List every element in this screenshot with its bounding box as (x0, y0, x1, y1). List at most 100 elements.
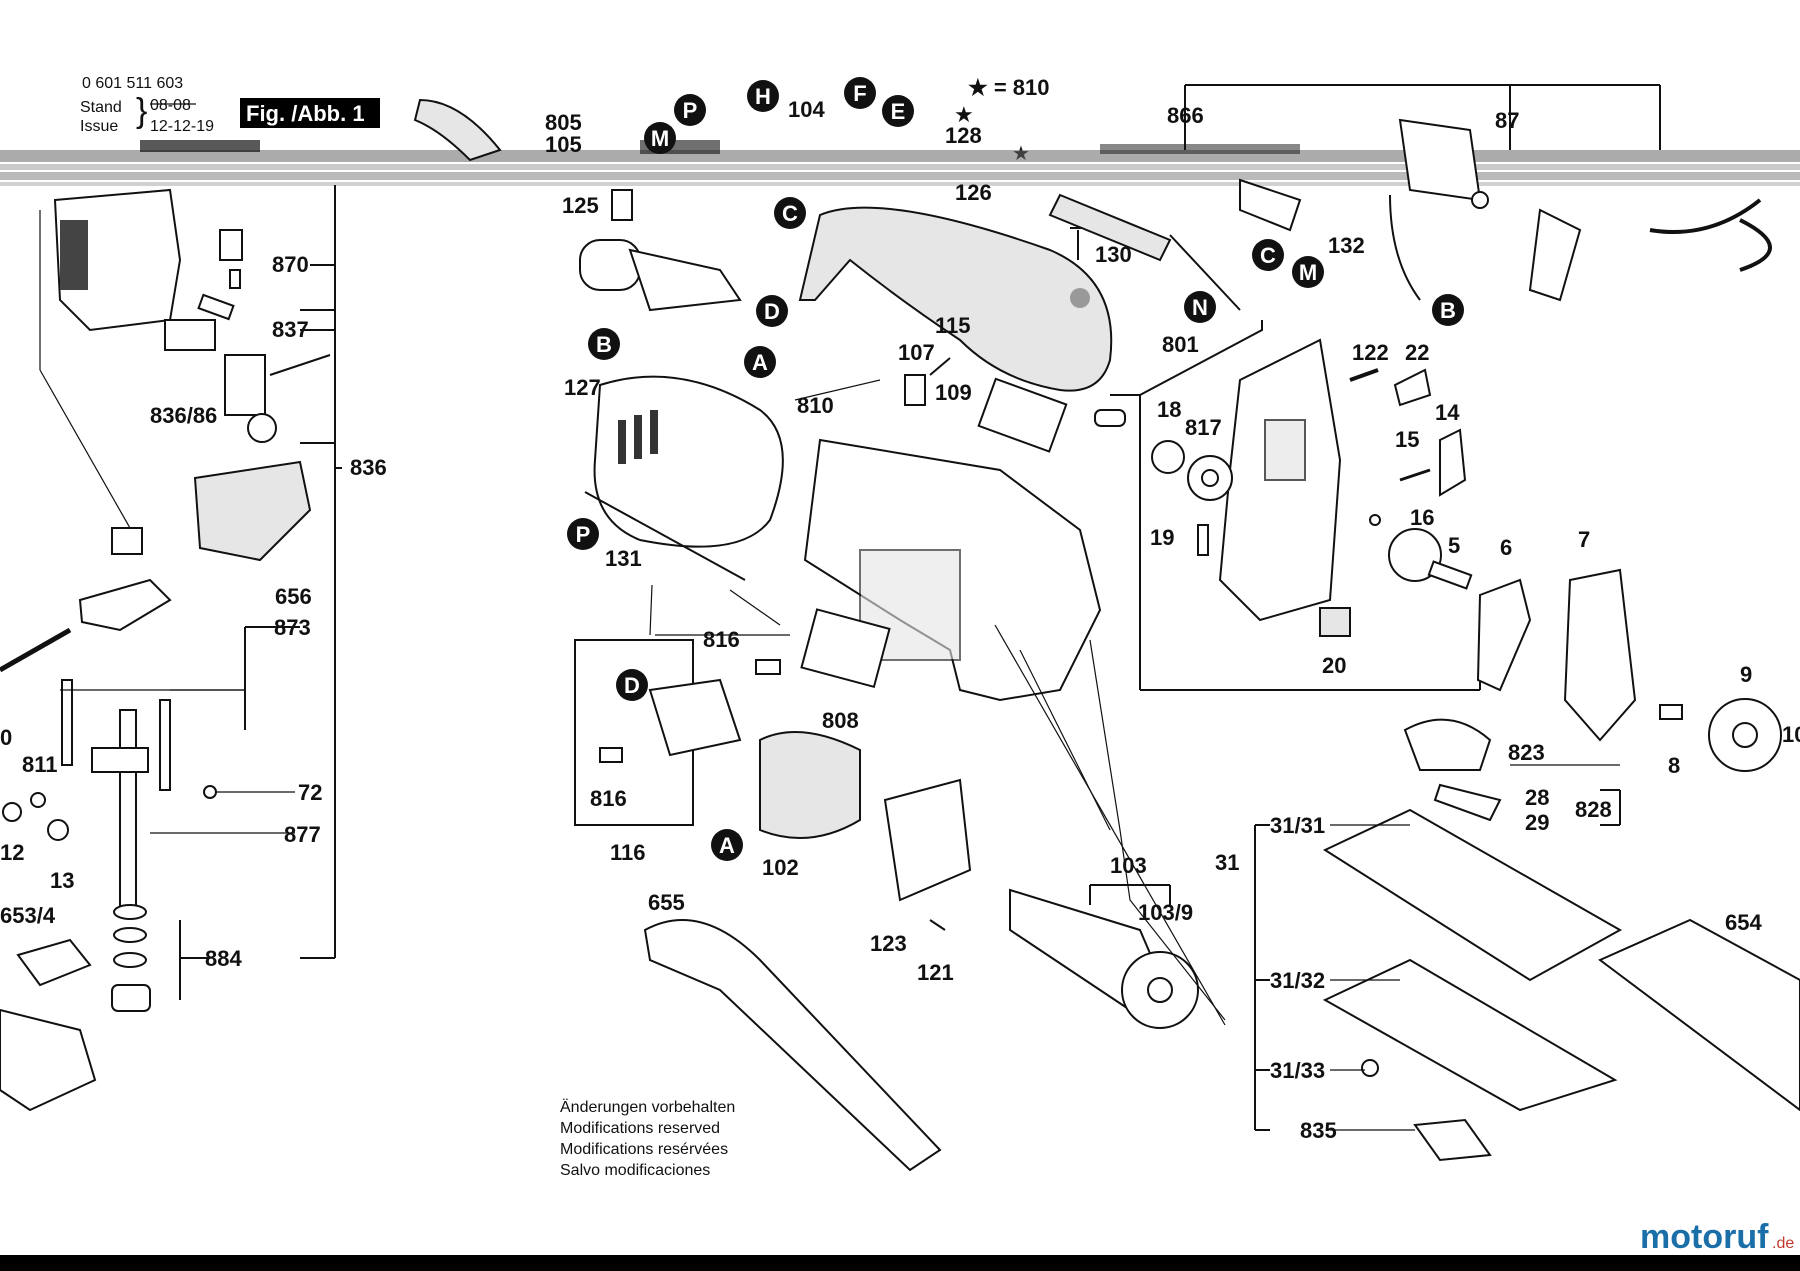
label-16: 16 (1410, 505, 1434, 530)
callout-M: M (1292, 256, 1324, 288)
lever-block (164, 319, 216, 351)
disc-5 (1388, 528, 1442, 582)
clamp-653-4 (16, 938, 92, 987)
plunger (119, 709, 137, 911)
label-126: 126 (955, 180, 992, 205)
brush-816-a (755, 659, 781, 675)
label-18: 18 (1157, 397, 1181, 422)
pin-15 (1399, 468, 1431, 482)
stand-old-date: 08-08 (150, 97, 191, 114)
label-9: 9 (1740, 662, 1752, 687)
issue-date: 12-12-19 (150, 118, 214, 135)
callout-C: C (1252, 239, 1284, 271)
switch-125 (579, 239, 641, 291)
label-115: 115 (935, 313, 971, 338)
label-31-32: 31/32 (1270, 968, 1325, 993)
label-116: 116 (610, 840, 646, 865)
roller-arm (224, 354, 266, 416)
guide-rod (0, 627, 72, 673)
connector (611, 189, 633, 221)
svg-text:A: A (752, 350, 768, 375)
label-7: 7 (1578, 527, 1590, 552)
cable-clamp (1239, 178, 1302, 232)
bushing (111, 527, 143, 555)
label-10: 10 (1782, 722, 1800, 747)
label-31: 31 (1215, 850, 1239, 875)
label-131: 131 (605, 546, 642, 571)
clip-107 (904, 374, 926, 406)
callout-E: E (882, 95, 914, 127)
clip-part (219, 229, 243, 261)
label-72: 72 (298, 780, 322, 805)
label-12: 12 (0, 840, 24, 865)
baseplate-31-31 (1322, 808, 1623, 982)
label-816-b: 816 (590, 786, 627, 811)
label-20: 20 (1322, 653, 1346, 678)
bracket-part (1528, 208, 1582, 302)
pin-left (61, 679, 73, 766)
note-english: Modifications reserved (560, 1120, 720, 1137)
svg-text:M: M (651, 126, 669, 151)
center-assembly (574, 189, 1226, 1172)
cable-131 (584, 491, 746, 581)
pin-part (229, 269, 241, 289)
part-labels: 104 805 105 128 866 87 126 125 130 132 8… (0, 97, 1800, 1143)
svg-text:C: C (1260, 243, 1276, 268)
fan-baffle-123 (883, 778, 972, 902)
lead-wire (1169, 234, 1241, 311)
bracket-801 (1139, 320, 1263, 690)
label-29: 29 (1525, 810, 1549, 835)
seal-ring (111, 984, 151, 1012)
note-spanish: Salvo modificaciones (560, 1162, 710, 1179)
label-104: 104 (788, 97, 825, 122)
cable-tube (1048, 193, 1172, 262)
plunger-guide (91, 747, 149, 773)
gear-housing-assembly (1094, 320, 1782, 826)
block-20 (1319, 607, 1351, 637)
callout-P: P (567, 518, 599, 550)
wire-132 (1389, 194, 1421, 301)
label-655: 655 (648, 890, 685, 915)
label-123: 123 (870, 931, 907, 956)
part-87 (1398, 118, 1482, 202)
part-number: 0 601 511 603 (82, 75, 183, 92)
svg-text:A: A (719, 833, 735, 858)
svg-text:H: H (755, 84, 771, 109)
callout-D: D (616, 669, 648, 701)
label-13: 13 (50, 868, 74, 893)
callout-B: B (588, 328, 620, 360)
roller-wheel (247, 413, 277, 443)
washer (113, 904, 147, 920)
callout-A: A (711, 829, 743, 861)
label-836-86: 836/86 (150, 403, 217, 428)
label-121: 121 (917, 960, 954, 985)
upper-right-assembly (1048, 84, 1772, 311)
label-14: 14 (1435, 400, 1460, 425)
figure-label: Fig. /Abb. 1 (246, 101, 365, 126)
lever-28-29 (1433, 783, 1502, 822)
svg-text:E: E (891, 99, 906, 124)
label-817: 817 (1185, 415, 1222, 440)
suction-nozzle-655 (643, 919, 942, 1172)
screw-31-33 (1361, 1059, 1379, 1077)
label-127: 127 (564, 375, 601, 400)
label-0: 0 (0, 725, 12, 750)
pin-18 (1094, 409, 1126, 427)
label-109: 109 (935, 380, 972, 405)
label-125: 125 (562, 193, 599, 218)
screw-122 (1349, 368, 1379, 382)
washer-0 (2, 802, 22, 822)
switch-body (628, 248, 742, 312)
callout-P: P (674, 94, 706, 126)
svg-text:B: B (1440, 298, 1456, 323)
callout-C: C (774, 197, 806, 229)
screw-115 (929, 357, 951, 376)
label-105: 105 (545, 132, 582, 157)
label-103-9: 103/9 (1138, 900, 1193, 925)
pin-5 (1427, 560, 1473, 590)
label-31-33: 31/33 (1270, 1058, 1325, 1083)
svg-text:D: D (764, 299, 780, 324)
svg-text:B: B (596, 332, 612, 357)
label-835: 835 (1300, 1118, 1337, 1143)
